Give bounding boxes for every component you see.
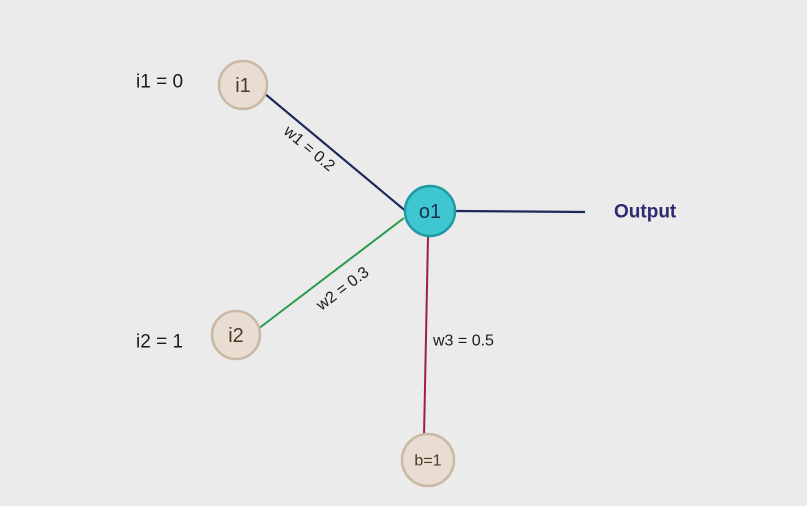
output-label: Output [614,202,677,223]
input-value-i2: i2 = 1 [136,332,183,353]
input-node-i2: i2 [210,309,262,361]
node-label-bias: b=1 [414,453,441,470]
output-node-o1: o1 [403,184,457,238]
node-label-o1: o1 [419,201,441,223]
bias-node: b=1 [400,432,456,488]
input-node-i1: i1 [217,59,269,111]
edge-w2 [257,217,405,330]
edge-output [455,209,586,214]
weight-label-w3: w3 = 0.5 [432,333,494,350]
edge-w1 [263,92,409,214]
weight-label-w2: w2 = 0.3 [313,264,373,315]
input-value-i1: i1 = 0 [136,72,183,93]
edge-w3 [423,236,429,438]
node-label-i2: i2 [228,325,244,347]
node-label-i1: i1 [235,75,251,97]
